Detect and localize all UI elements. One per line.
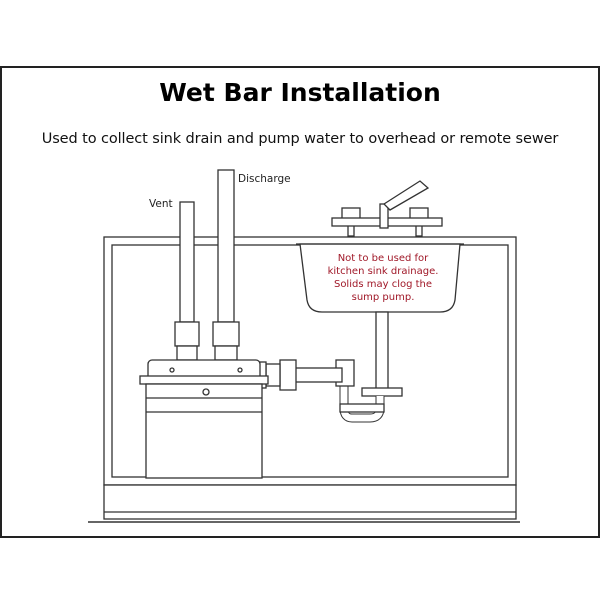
p-trap — [335, 359, 403, 423]
vent-label: Vent — [149, 198, 173, 210]
page-subtitle: Used to collect sink drain and pump wate… — [41, 131, 559, 147]
cabinet-base — [103, 484, 517, 520]
vent-pipe — [174, 201, 200, 361]
discharge-pipe — [212, 169, 240, 361]
warning-line: kitchen sink drainage. — [327, 266, 439, 277]
faucet — [331, 180, 443, 237]
inlet-pipe — [255, 359, 343, 391]
sink-tailpiece — [375, 311, 389, 391]
warning-note: Not to be used for kitchen sink drainage… — [313, 252, 453, 304]
page-title: Wet Bar Installation — [159, 78, 441, 107]
discharge-label: Discharge — [238, 173, 291, 185]
sump-pump-unit — [139, 359, 269, 479]
warning-line: Not to be used for — [337, 253, 429, 264]
sink-basin — [299, 243, 461, 313]
warning-line: sump pump. — [351, 292, 415, 303]
warning-line: Solids may clog the — [333, 279, 433, 290]
